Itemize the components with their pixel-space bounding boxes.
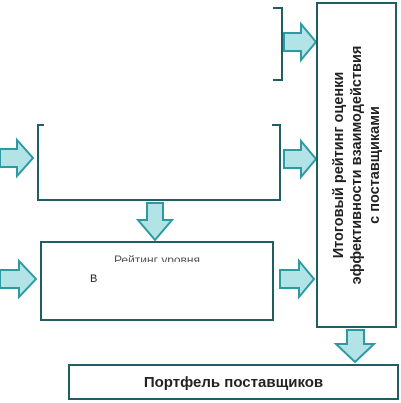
level-rating-title: Рейтинг уровня — [113, 253, 201, 262]
arrow-down-icon — [135, 202, 175, 242]
bracket-top-right — [273, 7, 283, 81]
arrow-right-icon — [0, 258, 38, 300]
bracket-middle — [37, 124, 281, 201]
final-rating-line: с поставщиками — [366, 106, 383, 224]
final-rating-line: Итоговый рейтинг оценки — [330, 71, 347, 259]
arrow-right-icon — [283, 138, 318, 180]
arrow-right-icon — [283, 21, 318, 63]
supplier-portfolio-label: Портфель поставщиков — [143, 374, 324, 391]
final-rating-box: Итоговый рейтинг оценки эффективности вз… — [316, 2, 397, 328]
level-rating-box: Рейтинг уровня В — [40, 241, 274, 321]
final-rating-text: Итоговый рейтинг оценки эффективности вз… — [330, 15, 384, 315]
final-rating-line: эффективности взаимодействия — [348, 45, 365, 285]
arrow-right-icon — [0, 137, 35, 179]
arrow-down-icon — [333, 329, 377, 364]
level-rating-subtitle: В — [90, 273, 98, 285]
arrow-right-icon — [279, 258, 316, 300]
supplier-portfolio-box: Портфель поставщиков — [68, 364, 399, 400]
